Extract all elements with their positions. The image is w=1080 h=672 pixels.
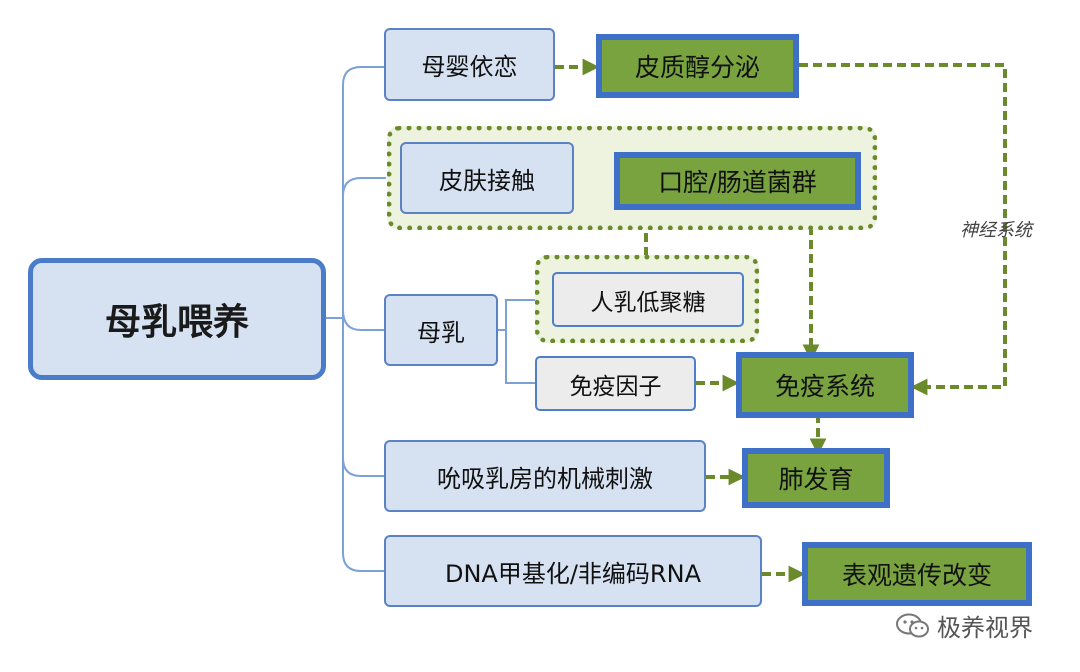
node-breast-milk: 母乳	[384, 294, 498, 366]
node-dna-methylation: DNA甲基化/非编码RNA	[384, 535, 762, 607]
brand-text: 极养视界	[937, 614, 1033, 642]
wechat-icon	[896, 613, 929, 637]
node-hmo: 人乳低聚糖	[552, 272, 744, 327]
node-immune-system: 免疫系统	[736, 352, 914, 418]
node-microbiota: 口腔/肠道菌群	[614, 152, 861, 210]
node-lung: 肺发育	[742, 448, 890, 508]
brand-watermark: 极养视界	[895, 608, 1033, 643]
node-immune-factor: 免疫因子	[535, 356, 696, 411]
node-epigenetic: 表观遗传改变	[802, 542, 1032, 606]
root-node: 母乳喂养	[28, 258, 326, 380]
tree-lines	[325, 66, 552, 572]
node-suckling: 吮吸乳房的机械刺激	[384, 440, 706, 512]
node-mother-infant: 母婴依恋	[384, 28, 555, 101]
node-skin-contact: 皮肤接触	[400, 142, 574, 214]
node-cortisol: 皮质醇分泌	[596, 34, 799, 98]
edge-label-nervous-system: 神经系统	[960, 220, 1032, 241]
